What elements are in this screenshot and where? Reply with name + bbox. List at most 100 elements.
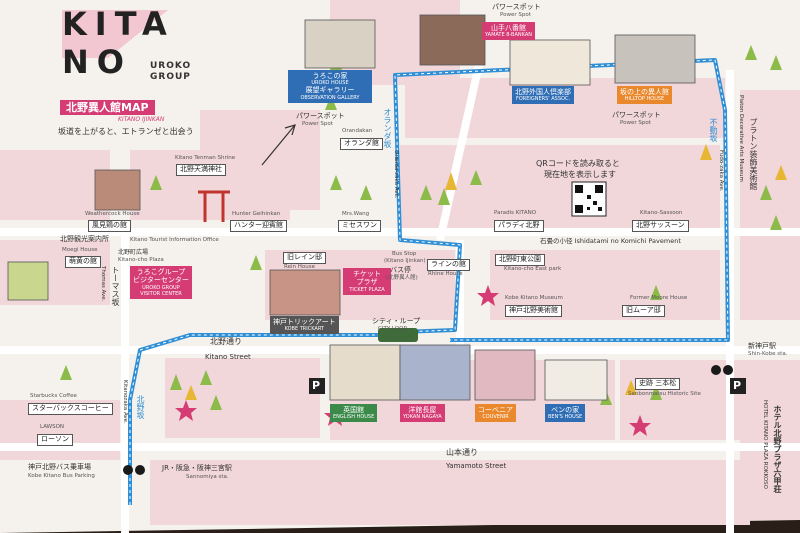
- yokan-tag[interactable]: 洋館長屋 YOKAN NAGAYA: [400, 404, 445, 423]
- visitor-jp2: ビジターセンター: [133, 276, 189, 285]
- paradis-en: Paradis KITANO: [494, 210, 537, 216]
- parking-icon: P: [312, 379, 321, 392]
- rhine-jp[interactable]: ラインの館: [427, 259, 470, 271]
- moegi-jp[interactable]: 萌黄の館: [65, 256, 101, 268]
- yokan-jp: 洋館長屋: [408, 406, 437, 414]
- hotel-en: HOTEL KITANO PLAZA ROKKOSO: [762, 400, 768, 489]
- tenman-en: Kitano Tenman Shrine: [175, 155, 236, 161]
- gallery-en: OBSERVATION GALLERY: [300, 94, 360, 101]
- platon-jp: プラトン装飾美術館: [749, 118, 758, 190]
- hunter-en: Hunter Geihinkan: [232, 211, 281, 217]
- ishidatami-label: 石畳の小径 Ishidatami no Komichi Pavement: [540, 238, 681, 245]
- logo-no: NO: [62, 43, 132, 81]
- moegi-en: Moegi House: [62, 247, 98, 253]
- oranda-en: Oranda-zaka Ave.: [393, 150, 399, 199]
- kitano-plaza-en: Kitano-cho Plaza: [118, 257, 164, 263]
- power-spot-1-jp: パワースポット: [296, 112, 345, 120]
- bus-parking-en: Kobe Kitano Bus Parking: [28, 473, 95, 479]
- map-title-en: KITANO IJINKAN: [118, 116, 165, 123]
- hilltop-tag[interactable]: 坂の上の異人館 HILLTOP HOUSE: [617, 86, 672, 105]
- mrswang-jp[interactable]: ミセスワン: [338, 220, 381, 232]
- bens-tag[interactable]: ベンの家 BEN'S HOUSE: [545, 404, 586, 423]
- museum-en: Kobe Kitano Museum: [505, 295, 563, 301]
- sassoon-jp[interactable]: 北野サッスーン: [632, 220, 689, 232]
- ishidatami-en: Ishidatami no Komichi Pavement: [574, 237, 681, 245]
- bus-parking-jp: 神戸北野バス乗車場: [28, 463, 91, 471]
- english-en: ENGLISH HOUSE: [333, 414, 375, 421]
- platon-en: Platon Decorative Arts Museum: [738, 95, 744, 182]
- yamamoto-en: Yamamoto Street: [446, 462, 507, 470]
- starbucks-jp[interactable]: スターバックスコーヒー: [28, 403, 113, 415]
- mrswang-en: Mrs.Wang: [342, 211, 370, 217]
- bus-stop-en: Bus Stop: [392, 251, 417, 257]
- rhein-jp[interactable]: 旧レイン邸: [283, 252, 326, 264]
- yamate-en: YAMATE 8-BANKAN: [485, 32, 532, 39]
- orandakan-en: Orandakan: [342, 128, 373, 134]
- paradis-jp[interactable]: パラディ北野: [494, 220, 544, 232]
- city-loop-jp: シティ・ループ: [372, 317, 421, 325]
- qr-code[interactable]: [572, 182, 606, 216]
- uroko-house-jp: うろこの家: [312, 72, 348, 80]
- sanbonmatsu-jp[interactable]: 史跡 三本松: [635, 378, 681, 390]
- moore-en: Former Moore House: [630, 295, 688, 301]
- orandakan-jp[interactable]: オランダ館: [340, 138, 383, 150]
- bens-jp: ベンの家: [551, 406, 580, 414]
- hunter-jp[interactable]: ハンター迎賓館: [230, 220, 287, 232]
- fudo-jp: 不動坂: [709, 118, 718, 142]
- rhine-en: Rhine House: [428, 271, 463, 277]
- power-spot-1-en: Power Spot: [302, 121, 333, 127]
- tourist-office-jp: 北野観光案内所: [60, 235, 109, 243]
- kitano-street-jp: 北野通り: [210, 337, 242, 346]
- thomas-jp: トーマス坂: [111, 266, 120, 306]
- yamate-tag[interactable]: 山手八番館 YAMATE 8-BANKAN: [482, 22, 535, 41]
- ticket-jp2: プラザ: [356, 278, 378, 287]
- english-jp: 英国館: [343, 406, 365, 414]
- east-park-en: Kitano-cho East park: [504, 266, 562, 272]
- foreigners-club-tag[interactable]: 北野外国人倶楽部 FOREIGNERS' ASSOC.: [512, 86, 574, 105]
- kitano-street-en: Kitano Street: [205, 353, 251, 361]
- bus-stop-jp2: (北野異人館): [386, 275, 418, 281]
- moore-jp[interactable]: 旧ムーア邸: [622, 305, 665, 317]
- fudo-en: Fudo-zaka Ave.: [718, 150, 724, 192]
- couvenir-tag[interactable]: コーベニア COUVENIR: [475, 404, 516, 423]
- starbucks-en: Starbucks Coffee: [30, 393, 77, 399]
- uroko-house-tag[interactable]: うろこの家 UROKO HOUSE 展望ギャラリー OBSERVATION GA…: [288, 70, 372, 103]
- kitanozaka-en: Kitanozaka Ave.: [122, 380, 128, 424]
- parking-icon-2: P: [733, 379, 742, 392]
- weathercock-en: Weathercock House: [85, 211, 140, 217]
- shinkobe-en: Shin-Kobe sta.: [748, 351, 788, 357]
- visitor-center-tag[interactable]: うろこグループ ビジターセンター UROKO GROUP VISITOR CEN…: [130, 266, 192, 299]
- hotel-jp: ホテル北野プラザ六甲荘: [773, 405, 782, 493]
- weathercock-jp[interactable]: 風見鶏の館: [88, 220, 131, 232]
- slogan: 坂道を上がると、エトランゼと出会う: [58, 127, 194, 136]
- tourist-office-en: Kitano Tourist Information Office: [130, 237, 219, 243]
- english-house-tag[interactable]: 英国館 ENGLISH HOUSE: [330, 404, 378, 423]
- shinkobe-jp: 新神戸駅: [748, 342, 776, 350]
- sannomiya-jp: JR・阪急・阪神三宮駅: [162, 464, 232, 472]
- ticket-en: TICKET PLAZA: [349, 286, 385, 293]
- trickart-en: KOBE TRICKART: [284, 326, 324, 333]
- couvenir-jp: コーベニア: [478, 406, 513, 414]
- yamamoto-jp: 山本通り: [446, 448, 478, 457]
- lawson-jp[interactable]: ローソン: [37, 434, 73, 446]
- yokan-en: YOKAN NAGAYA: [403, 414, 442, 421]
- trickart-jp: 神戸トリックアート: [273, 318, 336, 326]
- hilltop-en: HILLTOP HOUSE: [624, 96, 665, 103]
- logo-uroko: UROKO: [150, 61, 192, 71]
- bus-stop-en2: (Kitano Ijinkan): [384, 258, 426, 264]
- museum-jp[interactable]: 神戸北野美術館: [505, 305, 562, 317]
- kitanozaka-jp: 北野坂: [136, 395, 145, 419]
- trickart-tag[interactable]: 神戸トリックアート KOBE TRICKART: [270, 316, 339, 335]
- foreigners-club-en: FOREIGNERS' ASSOC.: [515, 96, 571, 103]
- kitano-plaza-jp: 北野町広場: [118, 249, 149, 256]
- east-park-jp[interactable]: 北野町東公園: [495, 254, 545, 266]
- foreigners-club-jp: 北野外国人倶楽部: [515, 88, 571, 96]
- power-spot-2-en: Power Spot: [500, 12, 531, 18]
- ticket-plaza-tag[interactable]: チケット プラザ TICKET PLAZA: [343, 268, 391, 295]
- thomas-en: Thomas Ave.: [100, 266, 106, 302]
- tenman-jp[interactable]: 北野天満神社: [176, 164, 226, 176]
- gallery-jp: 展望ギャラリー: [305, 86, 355, 95]
- visitor-en2: VISITOR CENTER: [140, 290, 182, 297]
- sassoon-en: Kitano-Sassoon: [640, 210, 683, 216]
